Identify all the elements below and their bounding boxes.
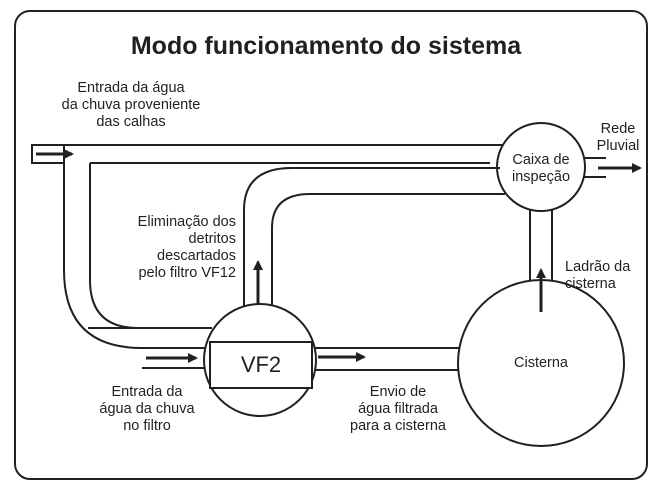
detritos-pipe-inner [271, 193, 505, 312]
entrada-agua-label: Entrada da água da chuva proveniente das… [61, 80, 201, 130]
detritos-pipe-outer [243, 167, 500, 312]
outlet-pipe [584, 157, 606, 178]
main-pipe-inner-edge [88, 162, 490, 369]
vf2-filter-label: VF2 [240, 352, 282, 377]
envio-pipe [314, 347, 465, 371]
cisterna-label: Cisterna [514, 355, 568, 371]
system-diagram [31, 122, 642, 447]
entrada-filtro-label: Entrada da água da chuva no filtro [99, 384, 195, 434]
eliminacao-label: Eliminação dos detritos descartados pelo… [137, 214, 236, 281]
caixa-inspecao-label: Caixa de inspeção [511, 152, 571, 185]
main-pipe-outer-edge [63, 144, 505, 349]
ladrao-label: Ladrão da cisterna [565, 259, 631, 292]
vf2-box [209, 341, 313, 389]
envio-label: Envio de água filtrada para a cisterna [350, 384, 446, 434]
rede-pluvial-label: Rede Pluvial [596, 121, 640, 154]
ladrao-pipe [529, 210, 553, 280]
diagram-title: Modo funcionamento do sistema [130, 32, 522, 60]
